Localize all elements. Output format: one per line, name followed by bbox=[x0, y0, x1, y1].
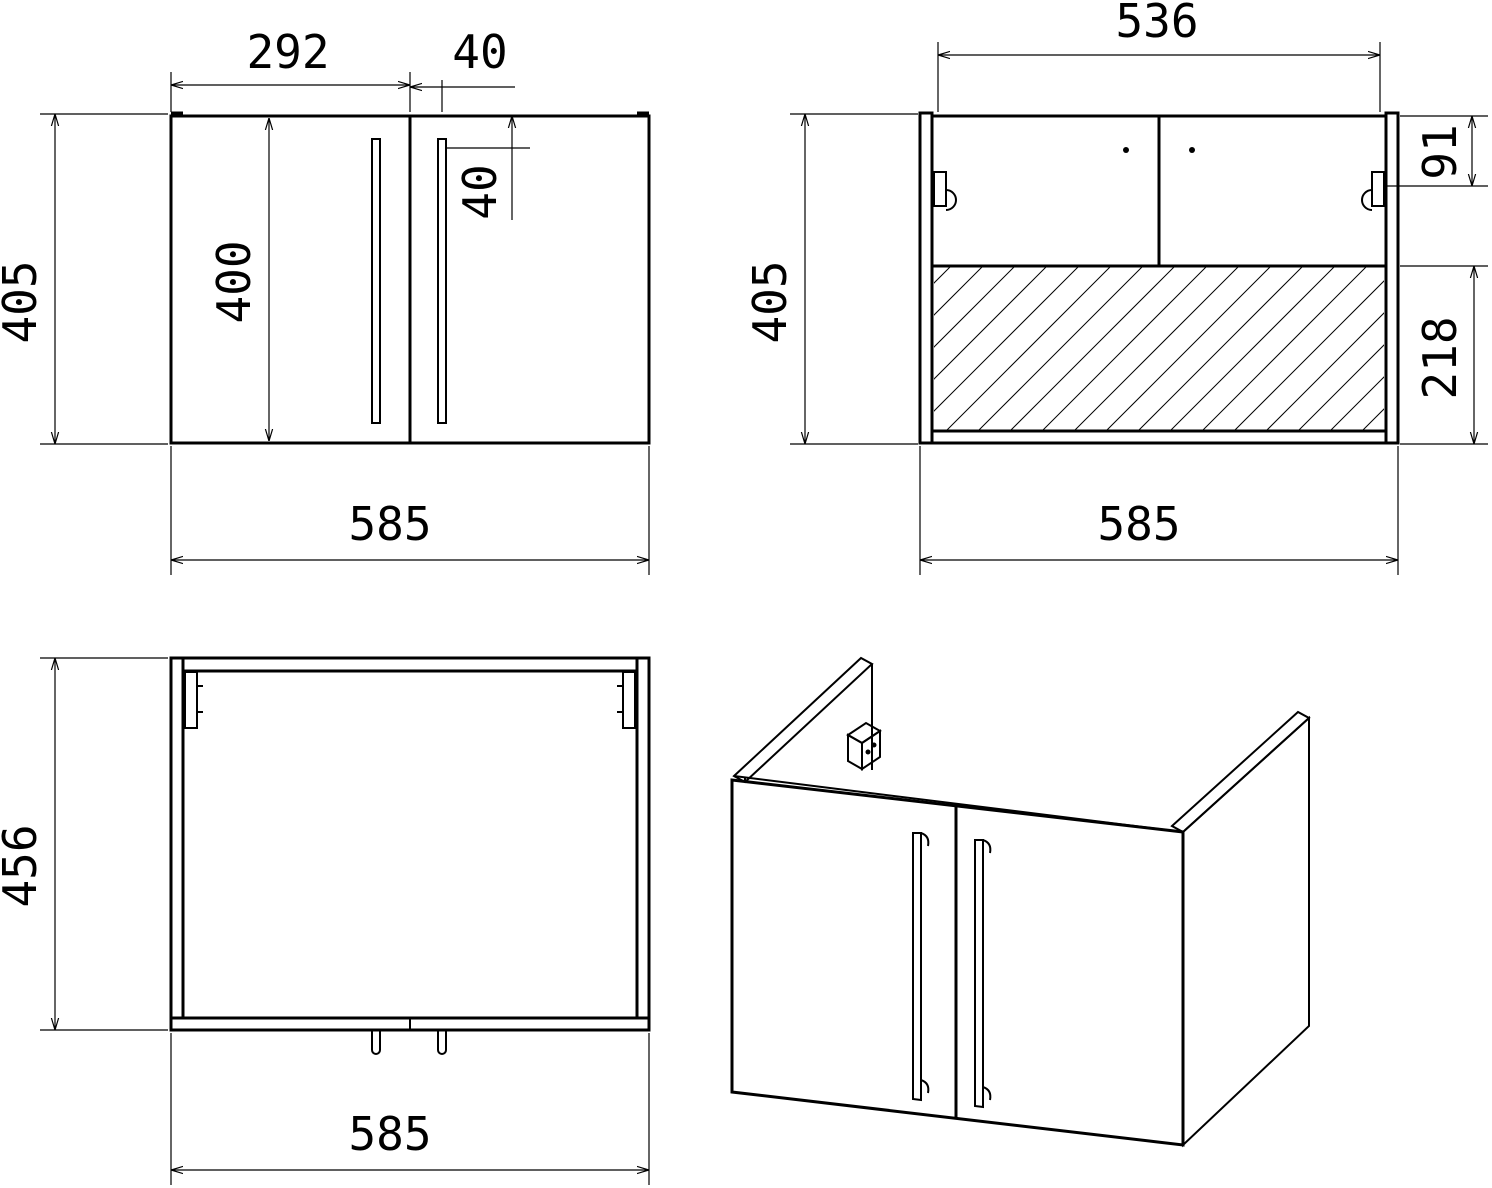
top-right-handle bbox=[437, 1030, 447, 1055]
dim-405-back: 405 bbox=[743, 260, 797, 343]
hanger-hole-right bbox=[1189, 147, 1195, 153]
back-panel-hatching bbox=[934, 267, 1384, 431]
dim-585-front: 585 bbox=[348, 497, 431, 551]
iso-left-handle bbox=[912, 832, 922, 1102]
top-right-bracket bbox=[622, 671, 636, 729]
front-view: 292 40 40 400 405 585 bbox=[0, 25, 651, 575]
dim-585-top: 585 bbox=[348, 1107, 431, 1161]
top-view: 456 585 bbox=[0, 656, 651, 1185]
back-left-side-panel bbox=[918, 111, 934, 445]
dim-456: 456 bbox=[0, 824, 47, 907]
dim-91: 91 bbox=[1413, 124, 1467, 179]
isometric-view bbox=[730, 656, 1311, 1148]
iso-hanger-bracket bbox=[847, 733, 863, 771]
hanger-hole-left bbox=[1123, 147, 1129, 153]
dim-405-front: 405 bbox=[0, 260, 47, 343]
iso-right-panel bbox=[1182, 715, 1310, 1148]
dim-40-vertical: 40 bbox=[453, 164, 507, 219]
back-right-bracket bbox=[1371, 171, 1385, 207]
iso-front-face bbox=[730, 778, 1185, 1147]
back-right-side-panel bbox=[1384, 111, 1400, 445]
iso-right-panel-top-edge bbox=[1170, 710, 1311, 834]
back-view: 536 91 218 405 585 bbox=[743, 0, 1488, 575]
dim-218: 218 bbox=[1413, 316, 1467, 399]
top-cabinet-outline bbox=[169, 656, 651, 1032]
top-left-bracket bbox=[184, 671, 198, 729]
dim-400: 400 bbox=[207, 240, 261, 323]
iso-right-handle bbox=[974, 839, 984, 1109]
dim-40-horizontal: 40 bbox=[452, 25, 507, 79]
dim-292: 292 bbox=[246, 25, 329, 79]
dim-585-back: 585 bbox=[1097, 497, 1180, 551]
back-left-bracket bbox=[933, 171, 947, 207]
right-door-handle bbox=[437, 138, 447, 424]
top-left-handle bbox=[371, 1030, 381, 1055]
left-door-handle bbox=[371, 138, 381, 424]
dim-536: 536 bbox=[1115, 0, 1198, 48]
